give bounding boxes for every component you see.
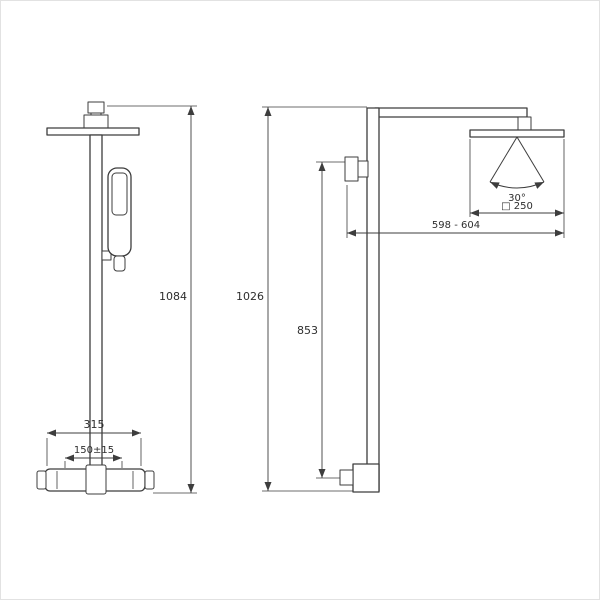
front-dimensions: 315 150±15 1084 [46,105,197,494]
side-wall-elbow [344,156,359,182]
hand-shower-holder [101,250,112,261]
side-view: 30° [339,107,565,493]
front-view [36,101,155,495]
dim-315-label: 315 [84,418,105,431]
front-valve-center-block [85,464,107,495]
side-shower-head-plate [469,129,565,138]
dim-853-label: 853 [297,324,318,337]
front-head-flange [83,114,109,129]
dim-reach-label: 598 - 604 [432,220,480,231]
front-valve-right-knob [144,470,155,490]
side-dimensions: □ 250 598 - 604 1026 853 [236,106,565,492]
side-top-arm [374,107,528,118]
side-wall-elbow-neck [357,160,369,178]
side-riser-column [366,107,380,492]
spray-angle-label: 30° [508,193,526,204]
spray-cone-arc [489,181,545,189]
front-shower-head-plate [46,127,140,136]
dim-250-label: □ 250 [501,201,533,212]
front-valve-left-knob [36,470,47,490]
dim-1084-label: 1084 [159,290,187,303]
side-head-connector [517,116,532,131]
hand-shower-face [111,172,128,216]
spray-cone-right-line [516,136,545,183]
side-valve-body [352,463,380,493]
spray-cone-left-line [489,136,518,183]
side-valve-knob [339,469,354,486]
front-ceiling-connector [87,101,105,114]
dim-150-label: 150±15 [74,445,114,456]
hand-shower-handle-end [113,255,126,272]
dim-1026-label: 1026 [236,290,264,303]
